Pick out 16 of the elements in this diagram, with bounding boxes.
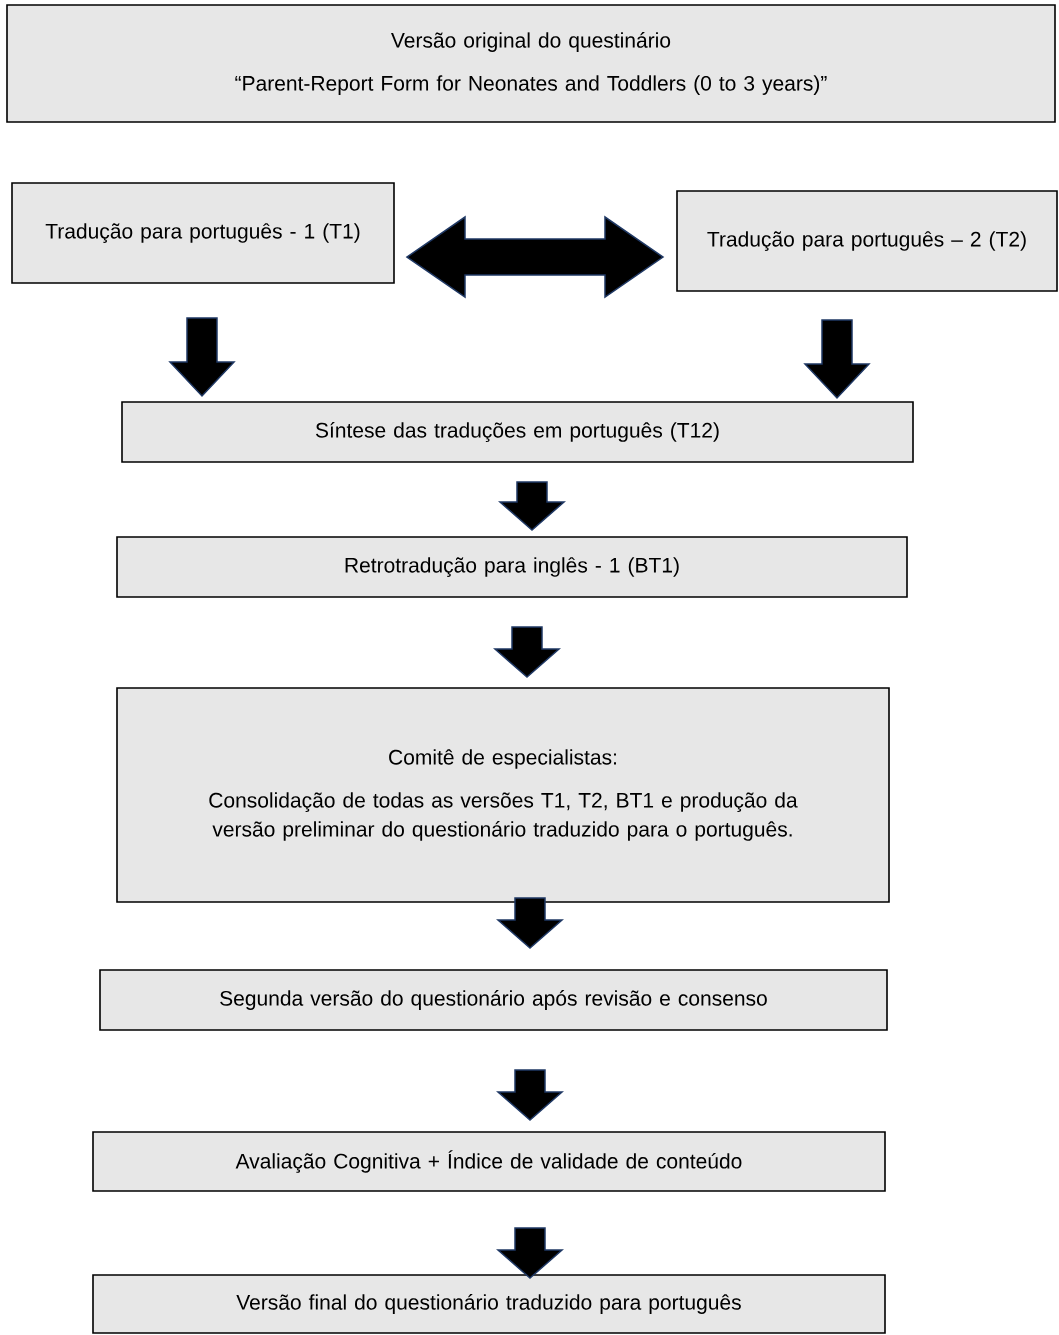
block-arrow (168, 317, 236, 398)
process-box: Síntese das traduções em português (T12) (121, 401, 914, 463)
block-arrow (496, 1227, 564, 1279)
block-arrow (493, 626, 561, 678)
process-box: Segunda versão do questionário após revisão e consenso (99, 969, 888, 1031)
block-arrow (496, 1069, 564, 1121)
process-box: Avaliação Cognitiva + Índice de validade de conteúdo (92, 1131, 886, 1192)
block-arrow (803, 319, 871, 400)
block-arrow (498, 481, 566, 531)
title-box: Versão original do questinário “Parent-Report Form for Neonates and Toddlers (0 to 3 years)” (6, 4, 1056, 123)
block-arrow (496, 897, 564, 949)
process-box: Tradução para português - 1 (T1) (11, 182, 395, 284)
process-box: Tradução para português – 2 (T2) (676, 190, 1058, 292)
process-box: Retrotradução para inglês - 1 (BT1) (116, 536, 908, 598)
process-box: Comitê de especialistas: Consolidação de todas as versões T1, T2, BT1 e produção da versão preliminar do questionário traduzido para o português. (116, 687, 890, 903)
process-box: Versão final do questionário traduzido para português (92, 1274, 886, 1334)
